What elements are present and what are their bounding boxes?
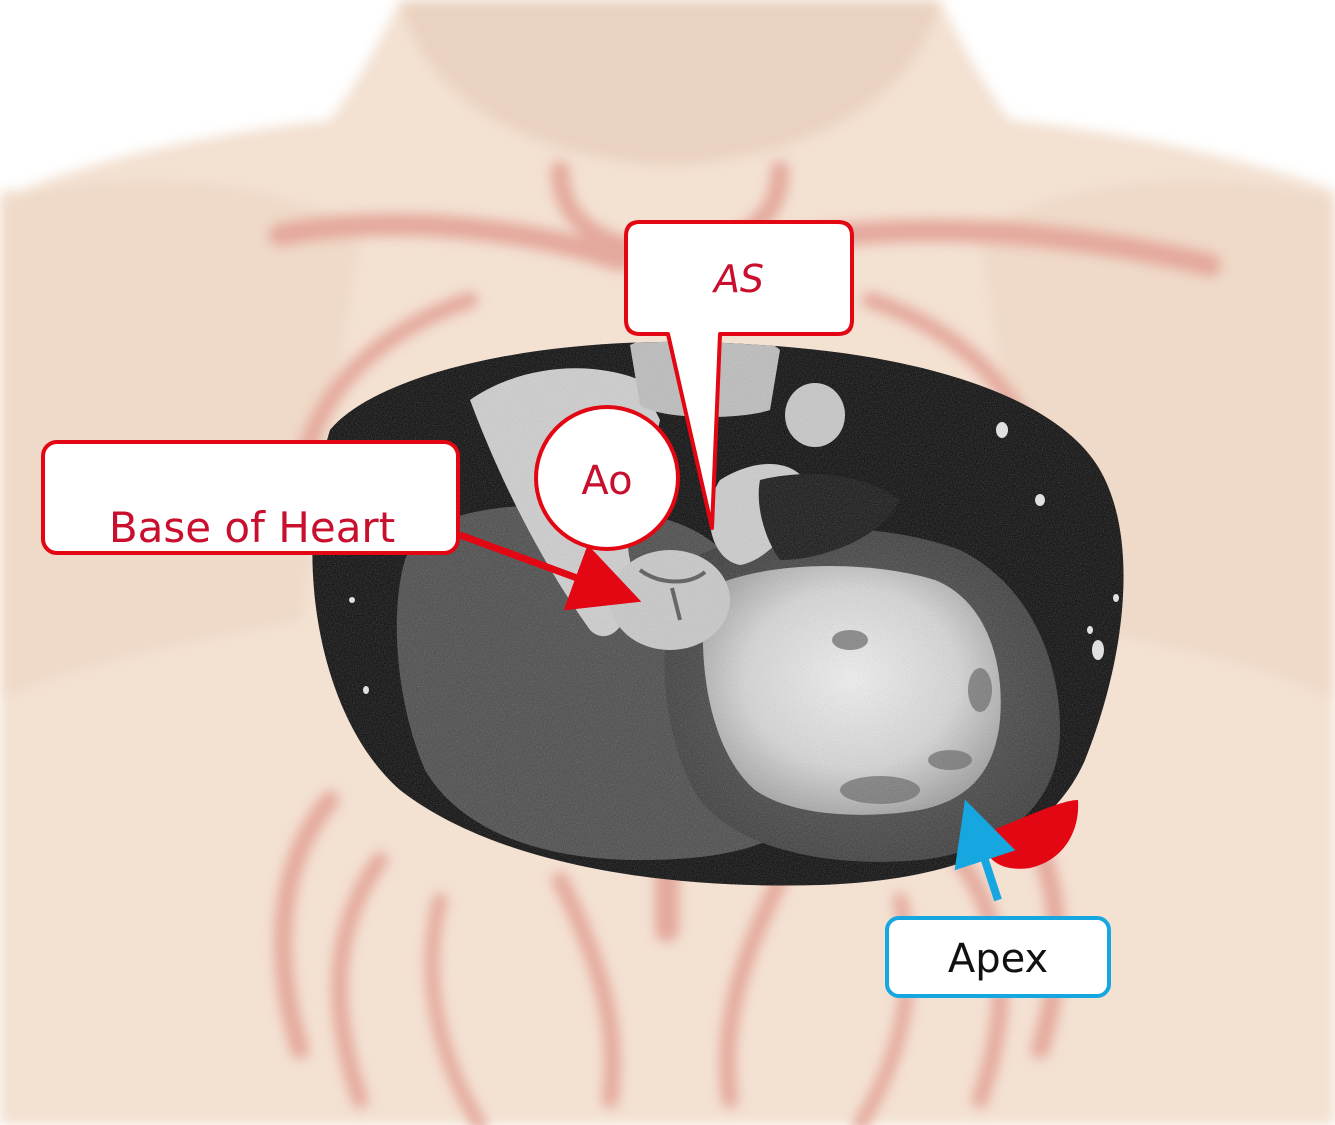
- label-apex: Apex: [948, 936, 1048, 982]
- label-as: AS: [711, 257, 764, 301]
- callout-ao: Ao: [536, 407, 678, 549]
- label-base: Base of Heart: [109, 503, 395, 552]
- label-ao: Ao: [581, 458, 632, 504]
